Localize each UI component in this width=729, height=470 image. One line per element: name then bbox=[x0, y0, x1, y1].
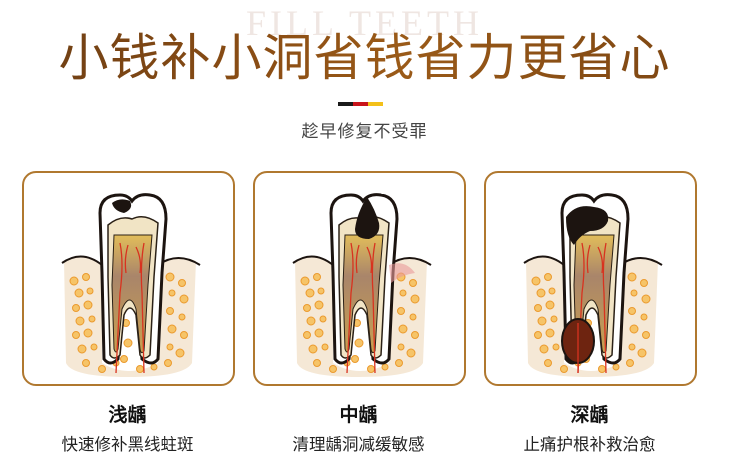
medium-caries-tooth-icon bbox=[292, 193, 432, 378]
stage-name-deep: 深龋 bbox=[570, 404, 609, 426]
stage-desc-medium: 清理龋洞减缓敏感 bbox=[292, 435, 425, 454]
stage-desc-deep: 止痛护根补救治愈 bbox=[523, 435, 656, 454]
stage-desc-shallow: 快速修补黑线蛀斑 bbox=[61, 435, 194, 454]
stage-name-shallow: 浅龋 bbox=[108, 404, 147, 426]
stage-card-shallow bbox=[22, 171, 235, 386]
background-watermark-word: FILL TEETH bbox=[246, 3, 483, 43]
stage-name-medium: 中龋 bbox=[339, 404, 378, 426]
shallow-caries-tooth-icon bbox=[61, 193, 201, 378]
stage-card-medium bbox=[253, 171, 466, 386]
page-title: 小钱补小洞省钱省力更省心 bbox=[0, 26, 729, 90]
divider-yellow bbox=[368, 102, 383, 106]
page-subtitle: 趁早修复不受罪 bbox=[301, 122, 428, 142]
tricolor-divider bbox=[338, 102, 383, 106]
deep-caries-tooth-icon bbox=[523, 193, 663, 378]
divider-black bbox=[338, 102, 353, 106]
stage-card-deep bbox=[484, 171, 697, 386]
divider-red bbox=[353, 102, 368, 106]
